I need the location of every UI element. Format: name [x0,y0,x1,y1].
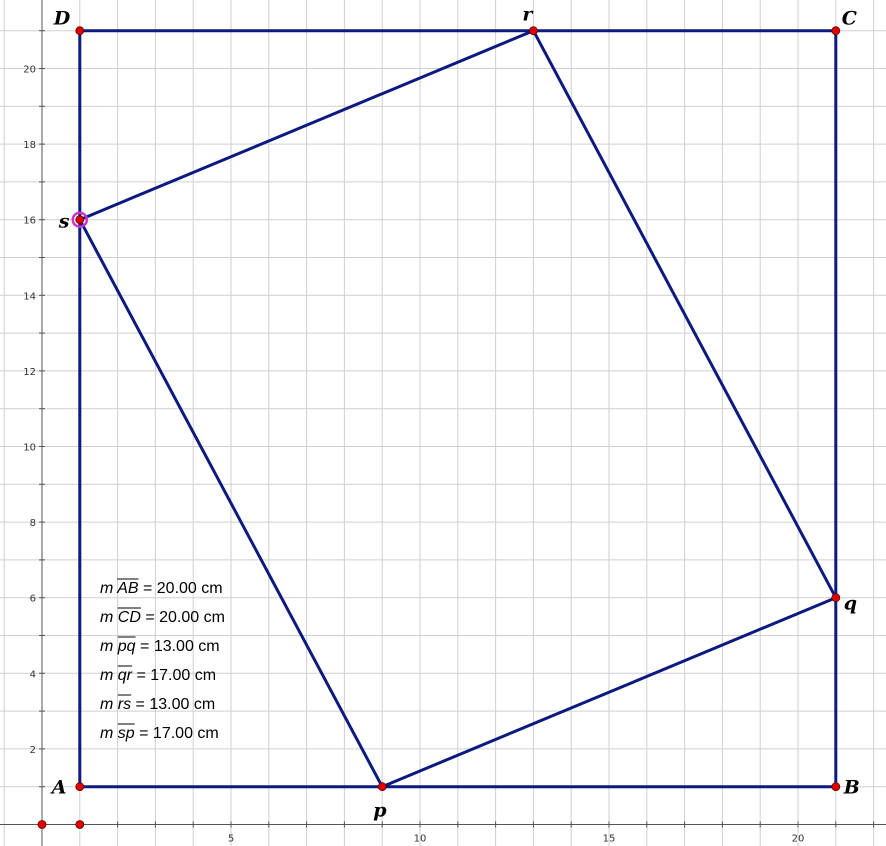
measure-prefix: m [100,609,118,626]
x-tick-label: 5 [228,834,234,845]
point-p[interactable] [377,782,387,792]
measure-prefix: m [100,725,118,742]
measurement-text: m sp = 17.00 cm [100,725,219,742]
segment-name: qr [118,667,133,684]
x-tick-label: 20 [792,834,805,845]
measure-value: = 20.00 cm [141,609,225,626]
y-tick-label: 20 [23,65,36,76]
segment-name: pq [117,638,136,655]
point-unit[interactable] [75,820,85,829]
y-tick-label: 4 [30,669,36,680]
label-s: s [58,211,70,233]
measurements-panel: m AB = 20.00 cmm CD = 20.00 cmm pq = 13.… [100,578,225,742]
label-D: D [53,8,71,30]
y-tick-label: 6 [30,594,36,605]
measure-prefix: m [100,638,118,655]
measurement-pq: m pq = 13.00 cm [100,636,220,655]
measure-prefix: m [100,696,118,713]
label-q: q [844,593,857,615]
y-tick-label: 16 [23,216,36,227]
label-p: p [373,800,387,822]
y-tick-label: 8 [30,518,36,529]
measure-value: = 17.00 cm [132,667,216,684]
measure-value: = 20.00 cm [139,580,223,597]
measurement-text: m rs = 13.00 cm [100,696,215,713]
label-C: C [842,8,857,30]
point-B[interactable] [831,782,841,792]
measure-prefix: m [100,667,118,684]
y-tick-label: 2 [30,745,36,756]
measurement-text: m AB = 20.00 cm [100,580,223,597]
selected-point-ring [71,211,89,228]
segment-name: CD [118,609,142,626]
measurement-ab: m AB = 20.00 cm [100,578,223,597]
measurement-sp: m sp = 17.00 cm [100,723,219,742]
y-tick-label: 12 [23,367,36,378]
measure-prefix: m [100,580,117,597]
label-r: r [522,4,534,26]
point-origin[interactable] [37,820,47,829]
x-tick-label: 15 [603,834,616,845]
measure-value: = 13.00 cm [131,696,215,713]
segment-name: rs [118,696,131,713]
measurement-text: m qr = 17.00 cm [100,667,216,684]
point-s[interactable] [75,215,85,225]
y-tick-label: 14 [23,291,36,302]
measurement-text: m pq = 13.00 cm [100,638,220,655]
x-tick-label: 10 [414,834,427,845]
segment-name: sp [118,725,135,742]
label-B: B [843,777,860,799]
measurement-rs: m rs = 13.00 cm [100,694,215,713]
y-tick-label: 10 [23,443,36,454]
point-r[interactable] [529,26,538,36]
y-tick-label: 18 [23,140,36,151]
measurement-text: m CD = 20.00 cm [100,609,225,626]
point-D[interactable] [75,26,85,36]
point-C[interactable] [831,26,841,36]
measurement-cd: m CD = 20.00 cm [100,607,225,626]
point-A[interactable] [75,782,85,792]
segment-name: AB [116,580,139,597]
measure-value: = 13.00 cm [136,638,220,655]
point-q[interactable] [831,593,841,603]
measure-value: = 17.00 cm [135,725,219,742]
label-A: A [50,777,67,799]
points [37,26,841,829]
measurement-qr: m qr = 17.00 cm [100,665,216,684]
